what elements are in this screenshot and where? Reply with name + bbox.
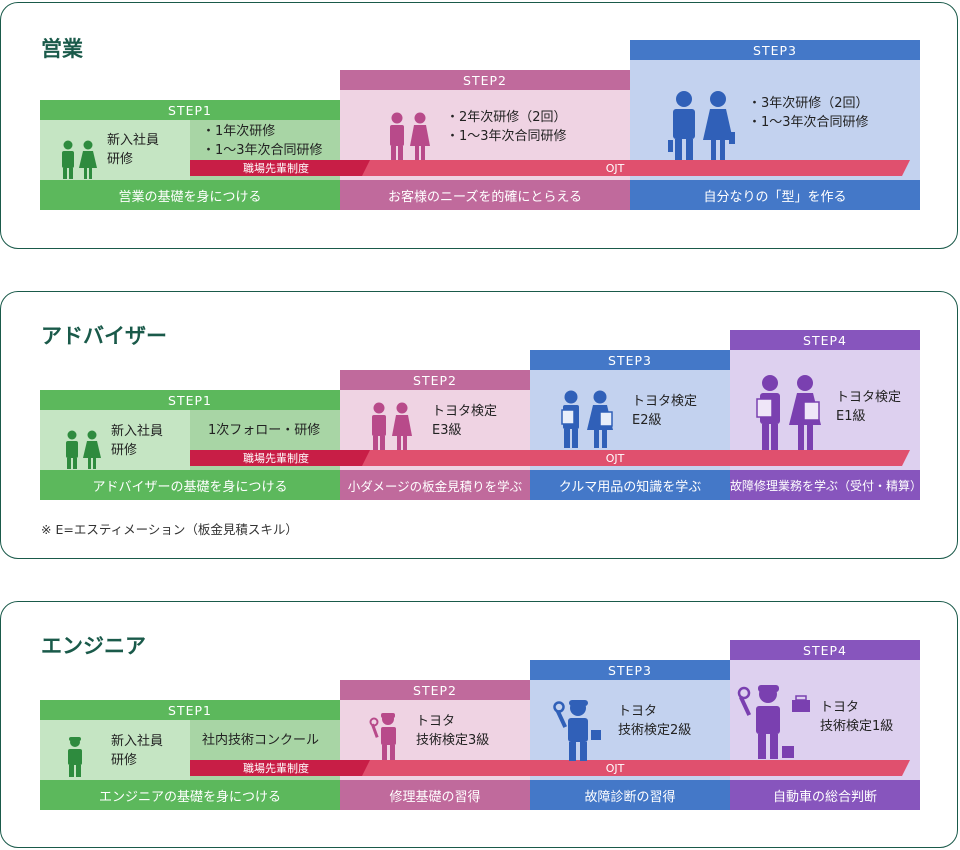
step-header: STEP3: [530, 350, 730, 370]
step-header: STEP4: [730, 640, 920, 660]
step-text: トヨタ 技術検定1級: [820, 700, 894, 734]
step-text: ・2年次研修（2回） ・1～3年次合同研修: [446, 110, 567, 144]
engineer-step1: STEP1 新入社員 研修 社内技術コンクール: [40, 700, 340, 810]
person-pair-icon: [390, 112, 430, 160]
step-header: STEP2: [340, 70, 630, 90]
mechanic-with-tools-icon: [553, 700, 601, 761]
band-label-ojt: OJT: [605, 451, 625, 465]
footnote: ※ E=エスティメーション（板金見積スキル）: [41, 522, 298, 537]
step-text: トヨタ検定 E1級: [836, 390, 902, 424]
step-text: トヨタ 技術検定2級: [618, 704, 692, 738]
mechanic-icon: [68, 737, 82, 777]
engineer-step2-goal: 修理基礎の習得: [340, 780, 530, 810]
step-text-a: 新入社員 研修: [111, 734, 164, 768]
band-label-ojt: OJT: [605, 161, 625, 175]
step-header: STEP3: [630, 40, 920, 60]
step-text: トヨタ 技術検定3級: [416, 714, 490, 748]
band-label-shokuba: 職場先輩制度: [243, 762, 309, 775]
band-label-ojt: OJT: [605, 761, 625, 775]
panel-title: 営業: [41, 37, 83, 61]
step-header: STEP2: [340, 370, 530, 390]
step-header: STEP1: [40, 100, 340, 120]
advisor-step1-goal: アドバイザーの基礎を身につける: [40, 470, 340, 500]
person-pair-icon: [66, 430, 101, 469]
step-header: STEP1: [40, 390, 340, 410]
step-header: STEP1: [40, 700, 340, 720]
step-text-b: 社内技術コンクール: [202, 733, 320, 748]
engineer-step3-goal: 故障診断の習得: [530, 780, 730, 810]
panel-title: エンジニア: [41, 634, 146, 658]
sales-ojt-band: [190, 160, 910, 176]
sales-step1-goal: 営業の基礎を身につける: [40, 180, 340, 210]
person-with-document-icon: [561, 390, 613, 448]
step-text: トヨタ検定 E3級: [432, 404, 498, 438]
step-text-a: 新入社員 研修: [107, 133, 160, 167]
person-with-document-icon: [756, 375, 821, 450]
advisor-step2-goal: 小ダメージの板金見積りを学ぶ: [340, 470, 530, 500]
mechanic-with-toolbox-icon: [737, 685, 810, 759]
sales-step2-goal: お客様のニーズを的確にとらえる: [340, 180, 630, 210]
engineer-step4-goal: 自動車の総合判断: [730, 780, 920, 810]
band-label-shokuba: 職場先輩制度: [243, 162, 309, 175]
step-text-a: 新入社員 研修: [111, 424, 164, 458]
advisor-step3-goal: クルマ用品の知識を学ぶ: [530, 470, 730, 500]
step-text: ・3年次研修（2回） ・1～3年次合同研修: [748, 96, 869, 130]
step-text: トヨタ検定 E2級: [632, 394, 698, 428]
panel-title: アドバイザー: [41, 324, 167, 348]
step-header: STEP3: [530, 660, 730, 680]
step-header: STEP2: [340, 680, 530, 700]
person-pair-icon: [62, 140, 97, 179]
step-text-b: 1次フォロー・研修: [208, 423, 321, 438]
mechanic-with-wrench-icon: [369, 713, 396, 760]
band-label-shokuba: 職場先輩制度: [243, 452, 309, 465]
advisor-step4-goal: 故障修理業務を学ぶ（受付・精算）: [730, 470, 922, 500]
person-pair-icon: [372, 402, 412, 450]
advisor-ojt-band: [190, 450, 910, 466]
engineer-step1-goal: エンジニアの基礎を身につける: [40, 780, 340, 810]
step-header: STEP4: [730, 330, 920, 350]
engineer-ojt-band: [190, 760, 910, 776]
sales-step3-goal: 自分なりの「型」を作る: [630, 180, 920, 210]
step-text-b: ・1年次研修 ・1～3年次合同研修: [202, 124, 323, 158]
businessperson-pair-icon: [668, 91, 735, 160]
